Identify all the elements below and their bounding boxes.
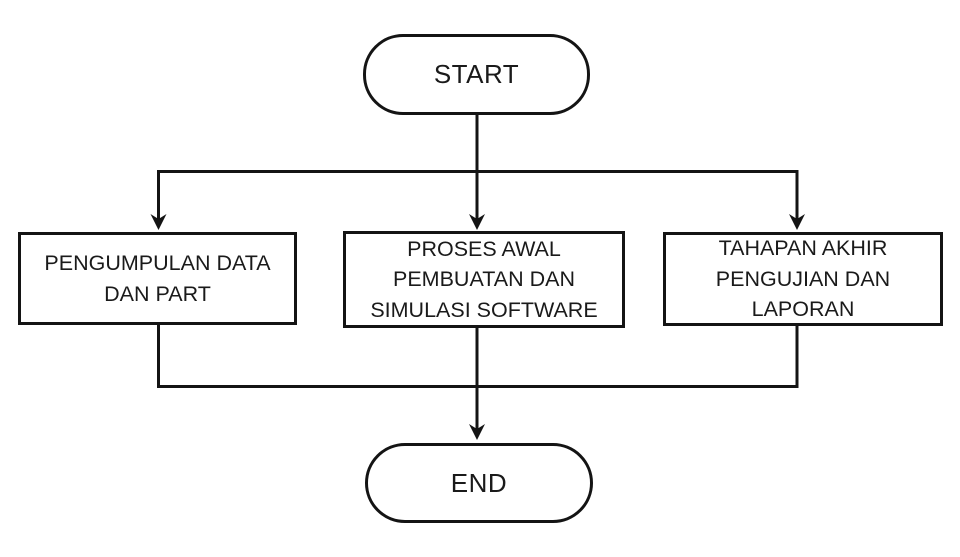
end-node: END [365,443,593,523]
process-box-tahapan-akhir: TAHAPAN AKHIR PENGUJIAN DAN LAPORAN [663,232,943,326]
arrow-down-icon [150,214,167,230]
process-box-1-label: PENGUMPULAN DATA DAN PART [44,250,271,306]
arrow-down-icon [469,214,485,230]
process-box-3-label: TAHAPAN AKHIR PENGUJIAN DAN LAPORAN [715,236,891,322]
start-label: START [433,59,520,90]
process-box-2-label: PROSES AWAL PEMBUATAN DAN SIMULASI SOFTW… [370,236,598,322]
process-box-proses-awal: PROSES AWAL PEMBUATAN DAN SIMULASI SOFTW… [343,231,625,328]
end-label: END [450,467,508,498]
arrow-down-icon [789,214,805,230]
arrow-down-icon [469,424,485,440]
process-box-pengumpulan-data: PENGUMPULAN DATA DAN PART [18,232,297,325]
start-node: START [363,34,590,115]
